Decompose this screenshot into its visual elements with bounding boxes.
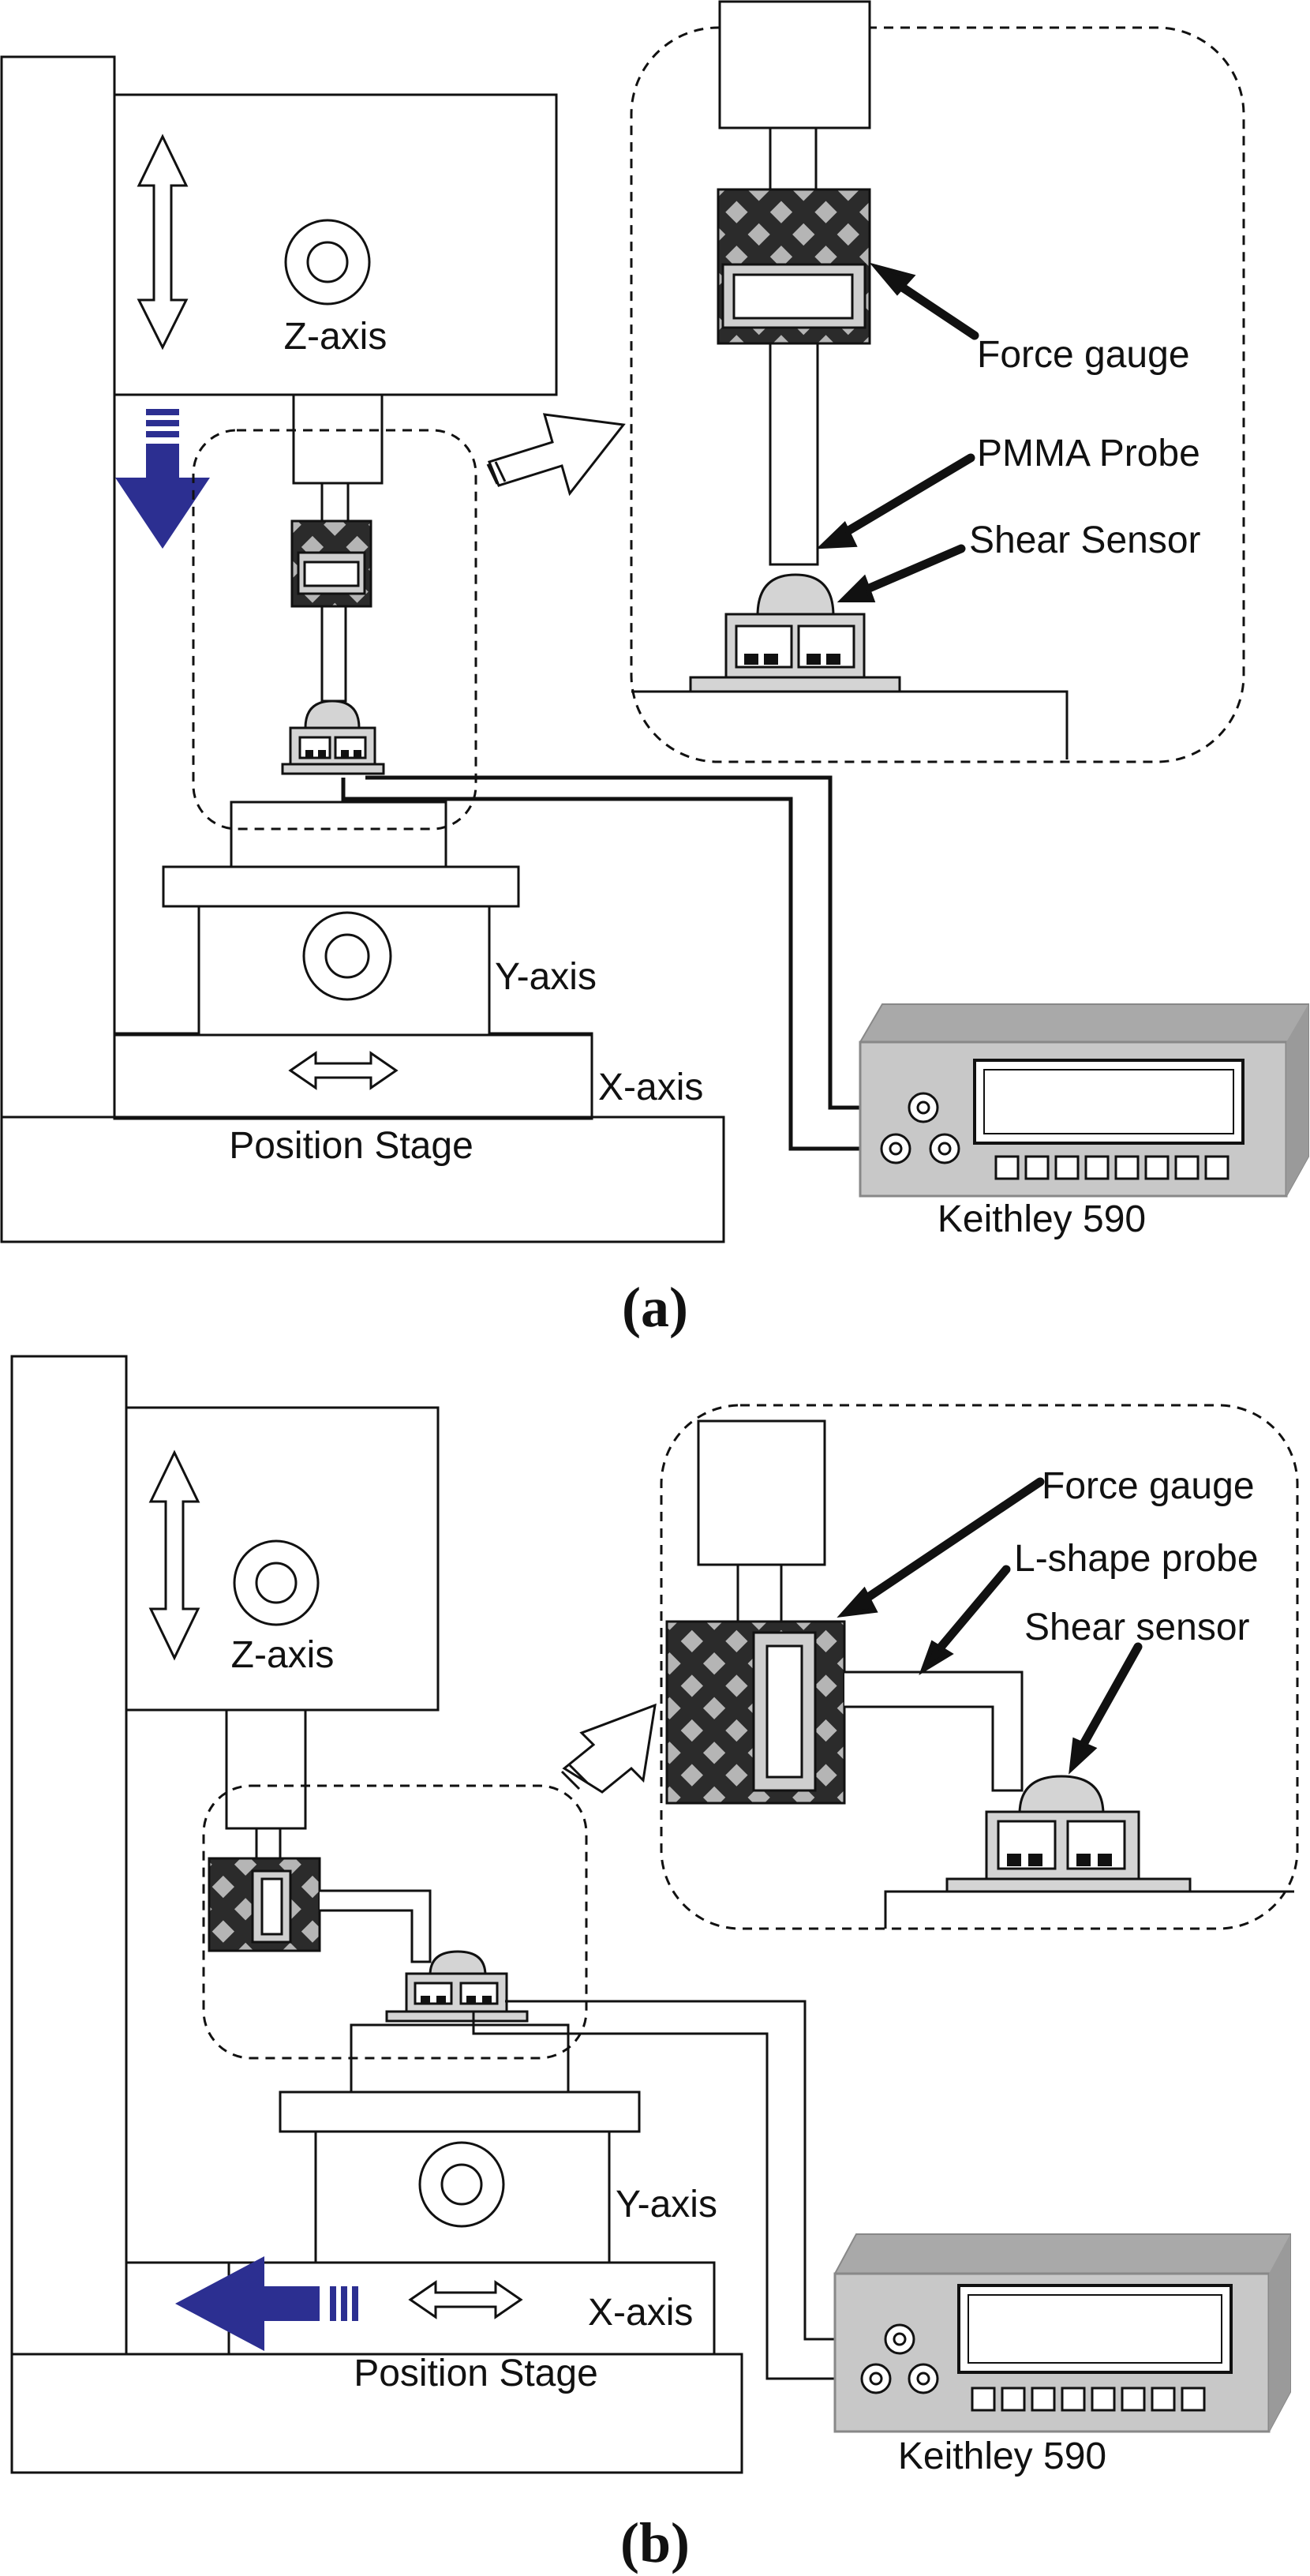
sensor-label-b: Shear sensor — [1024, 1607, 1250, 1648]
x-double-arrow-icon-b — [408, 2280, 523, 2319]
probe-label-b: L-shape probe — [1014, 1538, 1259, 1580]
left-motion-arrow-icon — [175, 2256, 358, 2351]
z-axis-block-b: Z-axis — [125, 1406, 440, 1712]
zoom-callout-a: Force gauge PMMA Probe Shear Sensor — [630, 0, 1245, 763]
zoom-region-b — [202, 1784, 588, 2060]
zoom-region-a — [192, 429, 477, 831]
y-knob-icon — [302, 911, 392, 1001]
position-stage-label: Position Stage — [229, 1125, 473, 1167]
probe-column-a — [281, 393, 385, 775]
x-double-arrow-icon — [288, 1051, 399, 1090]
down-motion-arrow-icon — [115, 409, 210, 549]
caption-b: (b) — [620, 2511, 690, 2574]
stage-stack-a: Y-axis X-axis Position Stage — [113, 801, 703, 1167]
z-double-arrow-icon-b — [148, 1449, 200, 1661]
probe-column-b — [208, 1708, 529, 2023]
caption-a: (a) — [622, 1276, 688, 1339]
z-axis-label-b: Z-axis — [231, 1634, 335, 1676]
x-axis-label: X-axis — [598, 1067, 703, 1108]
frame-base-a — [0, 55, 725, 1243]
panel-b: Z-axis Y-axis — [10, 1355, 1299, 2574]
force-gauge-label-a: Force gauge — [977, 334, 1190, 376]
keithley-590-a: Keithley 590 — [859, 1003, 1309, 1240]
zoom-arrow-icon-b — [560, 1703, 657, 1794]
z-axis-label: Z-axis — [284, 316, 387, 358]
z-axis-block-a: Z-axis — [113, 93, 558, 396]
zoom-callout-b: Force gauge L-shape probe Shear sensor — [660, 1404, 1299, 1930]
sensor-label-a: Shear Sensor — [969, 519, 1201, 561]
wire-b-2 — [472, 2012, 876, 2380]
instrument-label-b: Keithley 590 — [898, 2435, 1106, 2477]
x-axis-label-b: X-axis — [588, 2292, 693, 2334]
zoom-arrow-icon-a — [486, 413, 626, 497]
probe-label-a: PMMA Probe — [977, 433, 1200, 474]
z-double-arrow-icon — [137, 133, 189, 351]
wire-a-2 — [341, 778, 900, 1151]
keithley-590-b: Keithley 590 — [833, 2233, 1291, 2477]
stage-stack-b: Y-axis X-axis Position Stage — [227, 2023, 717, 2394]
instrument-label-a: Keithley 590 — [938, 1198, 1146, 1240]
panel-a: Z-axis — [0, 0, 1309, 1339]
position-stage-label-b: Position Stage — [354, 2353, 598, 2394]
force-gauge-label-b: Force gauge — [1042, 1465, 1255, 1507]
y-axis-label: Y-axis — [495, 956, 597, 998]
y-axis-label-b: Y-axis — [616, 2184, 717, 2225]
z-knob-icon — [284, 219, 371, 306]
